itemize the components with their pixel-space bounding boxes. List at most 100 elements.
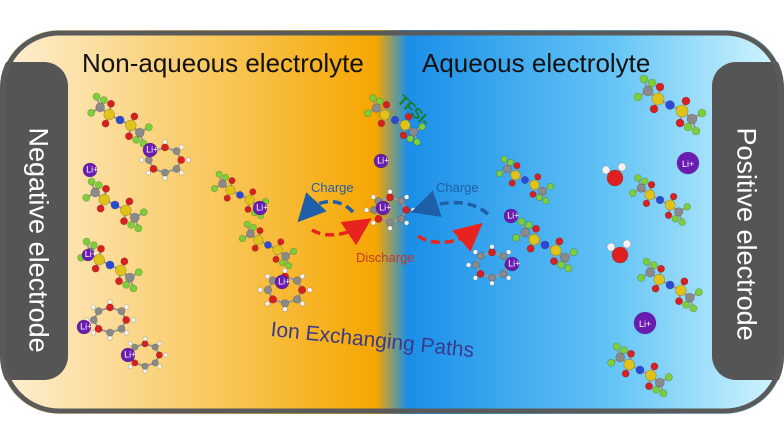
atom (386, 193, 394, 202)
li-ion (676, 151, 700, 175)
atom (103, 108, 115, 121)
atom (664, 199, 676, 211)
atom (130, 212, 140, 223)
atom (376, 97, 384, 106)
atom (379, 109, 391, 121)
atom (399, 119, 411, 131)
water-oxygen (611, 246, 629, 264)
atom (471, 261, 480, 269)
atom (550, 244, 562, 257)
li-ion-label: Li+ (124, 349, 136, 359)
li-ion-label: Li+ (278, 276, 290, 286)
atom (90, 304, 97, 310)
li-ion-label: Li+ (379, 202, 391, 212)
li-ion (633, 311, 657, 335)
atom (292, 295, 302, 304)
atom (503, 164, 512, 174)
atom (547, 182, 555, 190)
atom (178, 170, 185, 176)
atom (110, 200, 120, 210)
atom (635, 365, 645, 375)
atom (669, 192, 678, 201)
atom (619, 346, 628, 355)
atom (251, 244, 259, 252)
atom (691, 126, 701, 136)
atom (512, 233, 521, 242)
atom (122, 280, 131, 289)
atom (98, 193, 110, 206)
atom (529, 179, 540, 190)
atom (82, 193, 91, 202)
atom (268, 295, 278, 304)
atom (500, 155, 508, 163)
atom (243, 220, 251, 228)
atom (645, 267, 656, 278)
atom (370, 220, 377, 226)
atom (642, 85, 654, 97)
atom (629, 189, 637, 197)
atom (228, 177, 236, 185)
atom (683, 203, 691, 211)
atom (144, 123, 153, 132)
atom (510, 170, 521, 181)
atom (399, 131, 408, 140)
li-ion (373, 153, 389, 169)
atom (157, 341, 163, 346)
atom (157, 364, 163, 369)
atom (642, 257, 651, 266)
atom (141, 362, 149, 370)
atom (517, 217, 526, 226)
atom (508, 179, 516, 187)
atom (102, 184, 110, 193)
li-ion (120, 347, 136, 363)
atom (127, 341, 133, 346)
atom (178, 144, 185, 150)
atom (177, 156, 186, 164)
atom (149, 165, 158, 173)
atom (122, 316, 131, 324)
atom (282, 267, 288, 274)
atom (538, 186, 547, 196)
atom (534, 173, 542, 181)
atom (653, 273, 665, 286)
atom (107, 335, 113, 341)
atom (215, 170, 223, 178)
atom (264, 300, 271, 307)
positive-electrode-label: Positive electrode (731, 127, 762, 341)
li-ion (82, 162, 98, 178)
atom (526, 244, 535, 253)
atom (649, 261, 658, 270)
water-hydrogen (601, 165, 611, 175)
atom (507, 158, 515, 166)
atom (236, 191, 244, 199)
atom (377, 119, 386, 128)
atom (374, 215, 383, 223)
atom (106, 328, 114, 337)
atom (633, 92, 643, 102)
atom (127, 220, 136, 229)
atom (529, 190, 537, 198)
atom (476, 252, 485, 260)
atom (264, 241, 272, 249)
atom (521, 176, 529, 184)
atom (369, 94, 377, 102)
atom (244, 205, 252, 213)
atom (135, 127, 145, 138)
atom (218, 179, 227, 189)
atom (172, 147, 181, 155)
positive-electrode (712, 62, 784, 380)
atom (675, 104, 689, 118)
atom (117, 307, 126, 315)
atom (277, 238, 285, 246)
water-hydrogen (617, 162, 627, 172)
atom (282, 306, 288, 313)
atom (115, 277, 123, 286)
li-ion-label: Li+ (256, 202, 268, 212)
atom (125, 197, 134, 206)
atom (163, 352, 169, 358)
atom (185, 157, 192, 163)
li-ion-label: Li+ (682, 159, 694, 169)
atom (292, 276, 302, 285)
atom (250, 223, 258, 231)
